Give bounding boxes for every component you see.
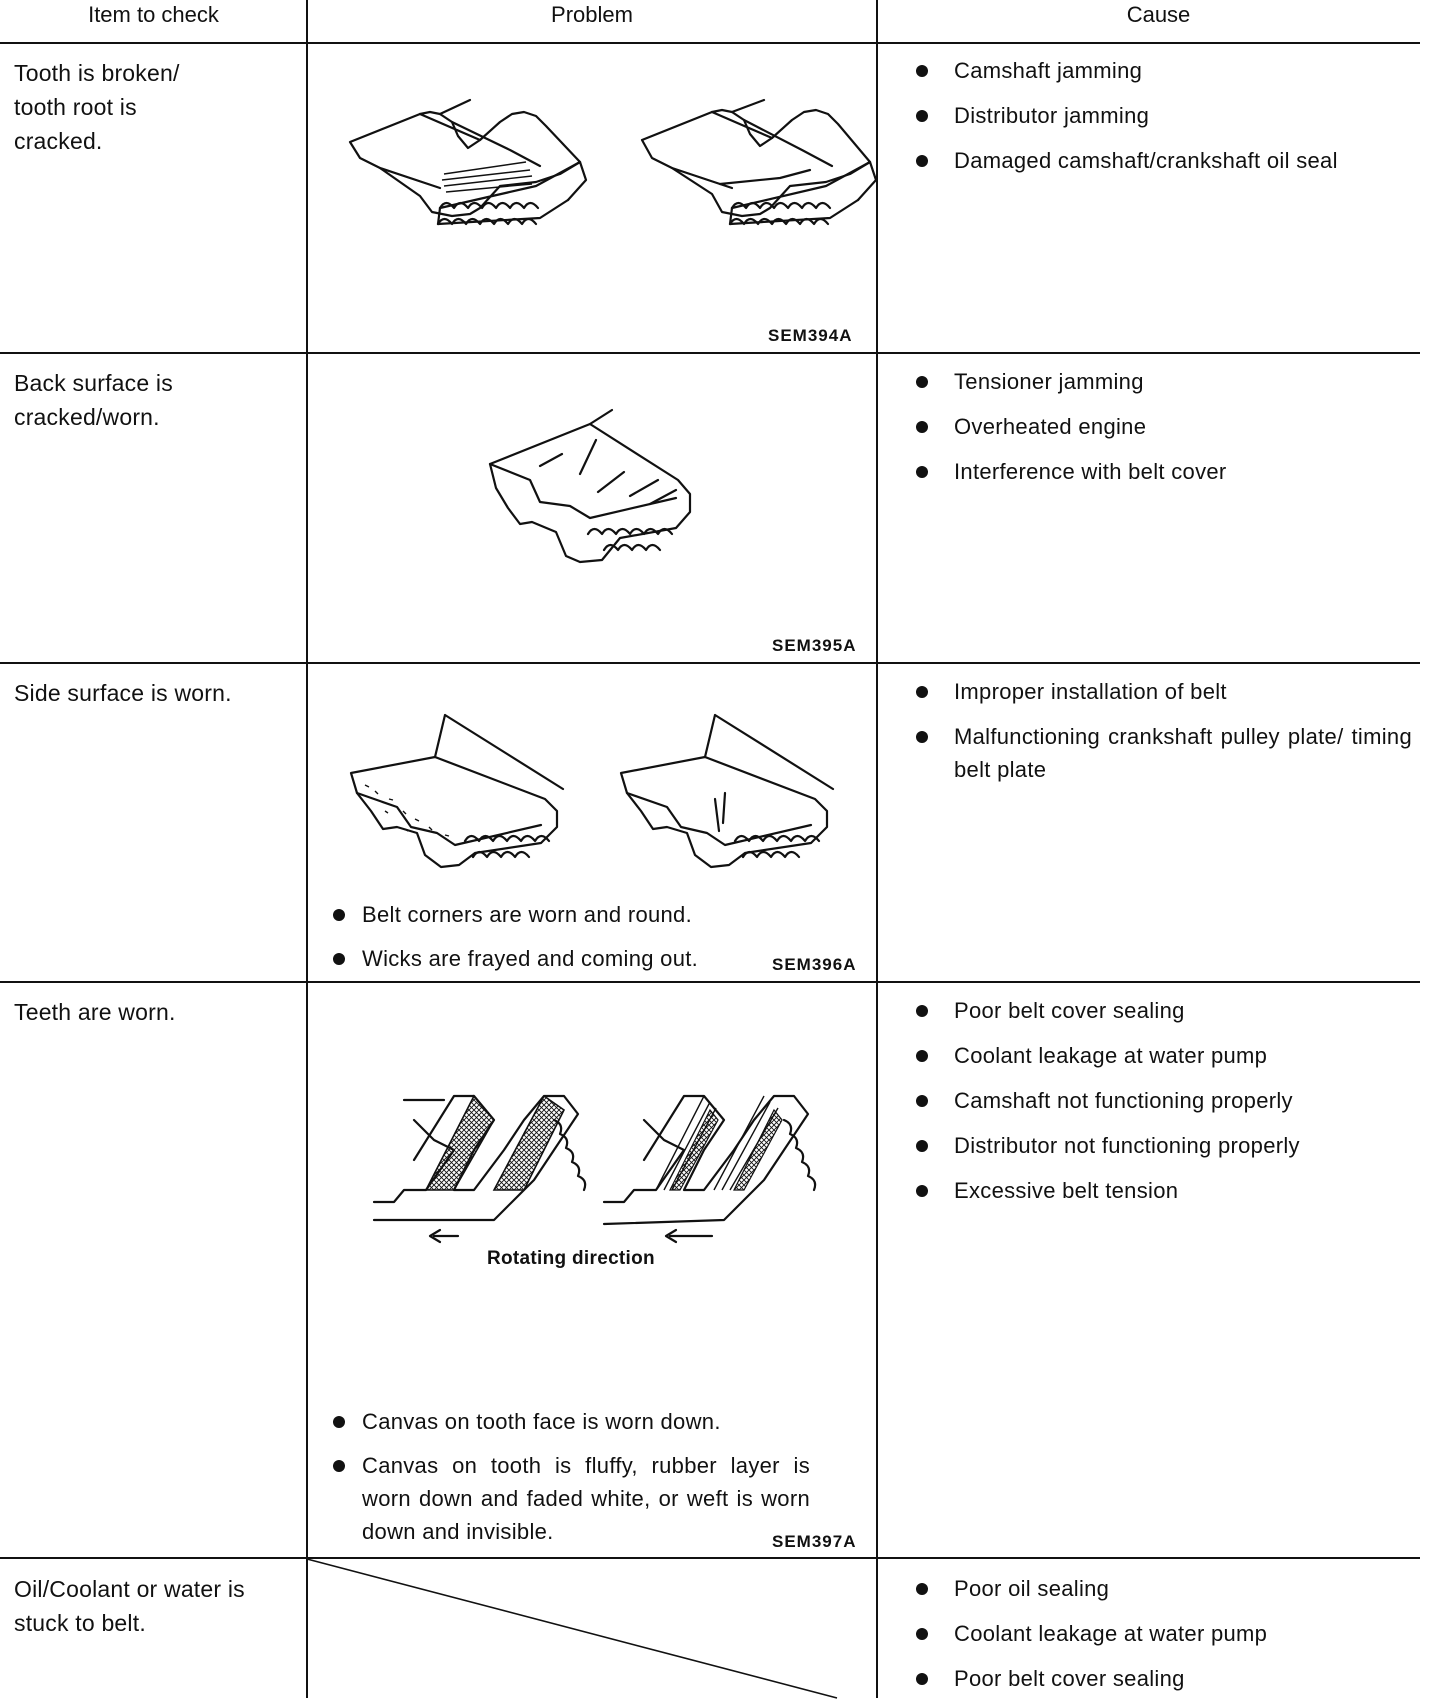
- row-divider-3: [0, 981, 1420, 983]
- row-divider-4: [0, 1557, 1420, 1559]
- cause-item: Improper installation of belt: [912, 675, 1412, 708]
- note-item: Belt corners are worn and round.: [330, 898, 750, 931]
- row-1-causes: Camshaft jamming Distributor jamming Dam…: [912, 54, 1432, 189]
- figure-code-sem397a: SEM397A: [772, 1532, 857, 1551]
- row-4-item: Teeth are worn.: [14, 999, 176, 1025]
- row-5-causes: Poor oil sealing Coolant leakage at wate…: [912, 1572, 1432, 1707]
- note-item: Canvas on tooth face is worn down.: [330, 1405, 810, 1438]
- cause-item: Poor oil sealing: [912, 1572, 1432, 1605]
- header-cause: Cause: [1126, 2, 1191, 27]
- figure-caption-rotating-direction: Rotating direction: [487, 1248, 655, 1269]
- row-divider-1: [0, 352, 1420, 354]
- row-3-item: Side surface is worn.: [14, 680, 232, 706]
- cause-item: Tensioner jamming: [912, 365, 1432, 398]
- note-item: Canvas on tooth is fluffy, rubber layer …: [330, 1449, 810, 1548]
- cause-item: Malfunctioning crankshaft pulley plate/ …: [912, 720, 1412, 786]
- column-divider-1: [306, 0, 308, 1698]
- column-divider-2: [876, 0, 878, 1698]
- row-divider-2: [0, 662, 1420, 664]
- cause-item: Coolant leakage at water pump: [912, 1617, 1432, 1650]
- cause-item: Overheated engine: [912, 410, 1432, 443]
- cause-item: Distributor jamming: [912, 99, 1432, 132]
- belt-broken-tooth-illustration: [348, 98, 878, 226]
- row-1-item: Tooth is broken/ tooth root is cracked.: [14, 60, 180, 154]
- cause-item: Interference with belt cover: [912, 455, 1432, 488]
- row-5-item: Oil/Coolant or water is stuck to belt.: [14, 1576, 245, 1636]
- belt-teeth-worn-illustration: [372, 1094, 817, 1244]
- row-4-causes: Poor belt cover sealing Coolant leakage …: [912, 994, 1432, 1219]
- row-4-notes: Canvas on tooth face is worn down. Canva…: [330, 1405, 810, 1559]
- cause-item: Poor belt cover sealing: [912, 994, 1432, 1027]
- cause-item: Poor belt cover sealing: [912, 1662, 1432, 1695]
- cause-item: Distributor not functioning properly: [912, 1129, 1432, 1162]
- figure-code-sem396a: SEM396A: [772, 955, 857, 974]
- row-2-causes: Tensioner jamming Overheated engine Inte…: [912, 365, 1432, 500]
- cause-item: Damaged camshaft/crankshaft oil seal: [912, 144, 1432, 177]
- cause-item: Coolant leakage at water pump: [912, 1039, 1432, 1072]
- header-divider: [0, 42, 1420, 44]
- figure-code-sem395a: SEM395A: [772, 636, 857, 655]
- cause-item: Camshaft jamming: [912, 54, 1432, 87]
- row-3-notes: Belt corners are worn and round. Wicks a…: [330, 898, 750, 986]
- row-3-causes: Improper installation of belt Malfunctio…: [912, 675, 1412, 798]
- figure-code-sem394a: SEM394A: [768, 326, 853, 345]
- belt-side-worn-illustration: [349, 713, 835, 869]
- note-item: Wicks are frayed and coming out.: [330, 942, 750, 975]
- header-item-to-check: Item to check: [88, 2, 219, 27]
- row-2-item: Back surface is cracked/worn.: [14, 370, 173, 430]
- belt-back-cracked-illustration: [488, 408, 692, 564]
- cause-item: Camshaft not functioning properly: [912, 1084, 1432, 1117]
- not-applicable-slash: [306, 1558, 838, 1699]
- header-problem: Problem: [551, 2, 633, 27]
- cause-item: Excessive belt tension: [912, 1174, 1432, 1207]
